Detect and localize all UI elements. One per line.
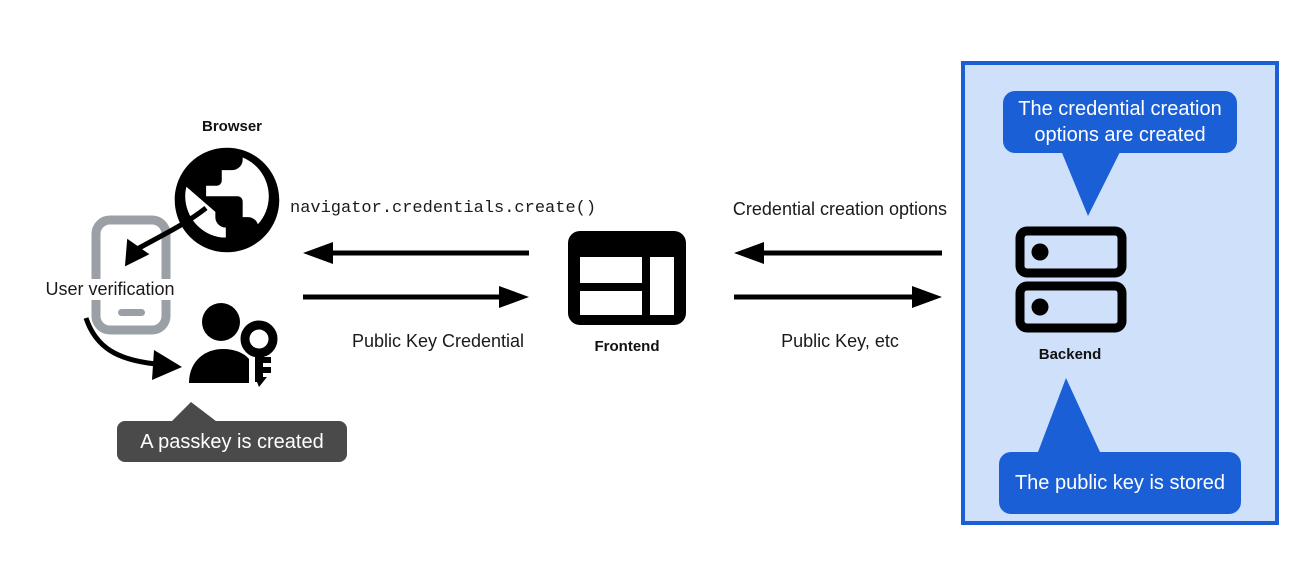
flow-label-navigator-create: navigator.credentials.create() [290,199,597,218]
tooltip-passkey-created-text: A passkey is created [140,430,324,453]
arrow-browser-to-phone [124,206,208,267]
person-with-key-icon [189,303,278,387]
callout-credential-options-text: The credential creation options are crea… [1018,98,1222,146]
backend-label: Backend [1038,346,1102,363]
tooltip-passkey-created: A passkey is created [117,421,347,462]
flow-label-public-key-etc: Public Key, etc [781,331,899,351]
callout-credential-options: The credential creation options are crea… [1003,91,1237,153]
globe-icon [174,147,280,253]
top-callout-tail [1060,148,1122,216]
browser-label: Browser [201,118,263,135]
flow-label-credential-creation-options: Credential creation options [732,199,948,219]
arrow-phone-to-user [83,317,182,380]
arrow-browser-to-frontend [303,286,529,308]
callout-public-key-stored-text: The public key is stored [1014,472,1226,494]
smartphone-icon [91,215,171,335]
web-layout-icon [568,231,686,325]
callout-public-key-stored: The public key is stored [999,452,1241,514]
flow-label-public-key-credential: Public Key Credential [351,331,525,351]
frontend-label: Frontend [594,338,660,355]
arrow-frontend-to-browser [303,242,529,264]
server-stack-icon [1015,226,1127,333]
user-verification-label: User verification [30,279,190,300]
arrow-backend-to-frontend [734,242,942,264]
arrow-frontend-to-backend [734,286,942,308]
bottom-callout-tail [1038,378,1100,452]
